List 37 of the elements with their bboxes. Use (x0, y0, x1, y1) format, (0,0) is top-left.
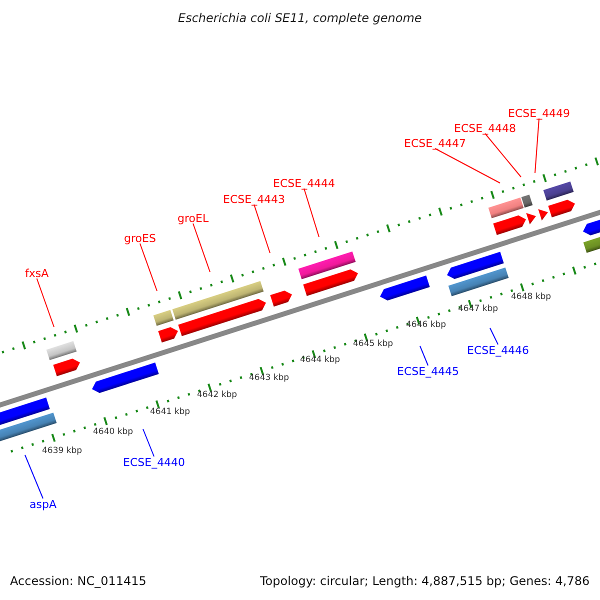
gene-label: groES (124, 232, 156, 244)
leader-line (304, 188, 320, 238)
scale-label: 4646 kbp (406, 320, 446, 329)
scale-label: 4640 kbp (93, 428, 134, 436)
genome-summary-text: Topology: circular; Length: 4,887,515 bp; Genes: 4,786 (260, 575, 590, 587)
gene-label: aspA (30, 498, 56, 510)
leader-line (24, 454, 44, 499)
leader-line (434, 148, 500, 184)
gene-label: ECSE_4446 (467, 344, 530, 356)
gene-label: ECSE_4447 (404, 138, 466, 148)
gene-label: ECSE_4449 (508, 108, 570, 118)
gene-label: fxsA (25, 268, 49, 278)
scale-label: 4647 kbp (458, 304, 498, 313)
leader-line (139, 243, 158, 292)
gene-label: groEL (178, 212, 209, 224)
scale-label: 4645 kbp (353, 340, 394, 348)
gene-label: ECSE_4445 (397, 366, 460, 376)
leader-line (142, 428, 155, 457)
gene-label: ECSE_4444 (273, 178, 336, 188)
leader-line (254, 204, 270, 254)
leader-line (36, 278, 54, 328)
gene-label: ECSE_4443 (223, 194, 286, 204)
leader-line (490, 328, 499, 345)
title: Escherichia coli SE11, complete genome (178, 12, 422, 24)
gene-label: ECSE_4448 (454, 122, 516, 134)
leader-line (192, 223, 210, 272)
gene-label: ECSE_4440 (123, 456, 186, 468)
scale-label: 4644 kbp (300, 356, 340, 364)
leader-line (534, 118, 540, 174)
scale-label: 4643 kbp (249, 374, 290, 382)
leader-line (420, 346, 429, 366)
leader-line (484, 133, 522, 178)
scale-label: 4642 kbp (197, 390, 238, 399)
scale-label: 4639 kbp (42, 446, 82, 455)
accession-text: Accession: NC_011415 (10, 575, 146, 587)
scale-label: 4641 kbp (150, 408, 190, 416)
scale-label: 4648 kbp (511, 292, 552, 301)
